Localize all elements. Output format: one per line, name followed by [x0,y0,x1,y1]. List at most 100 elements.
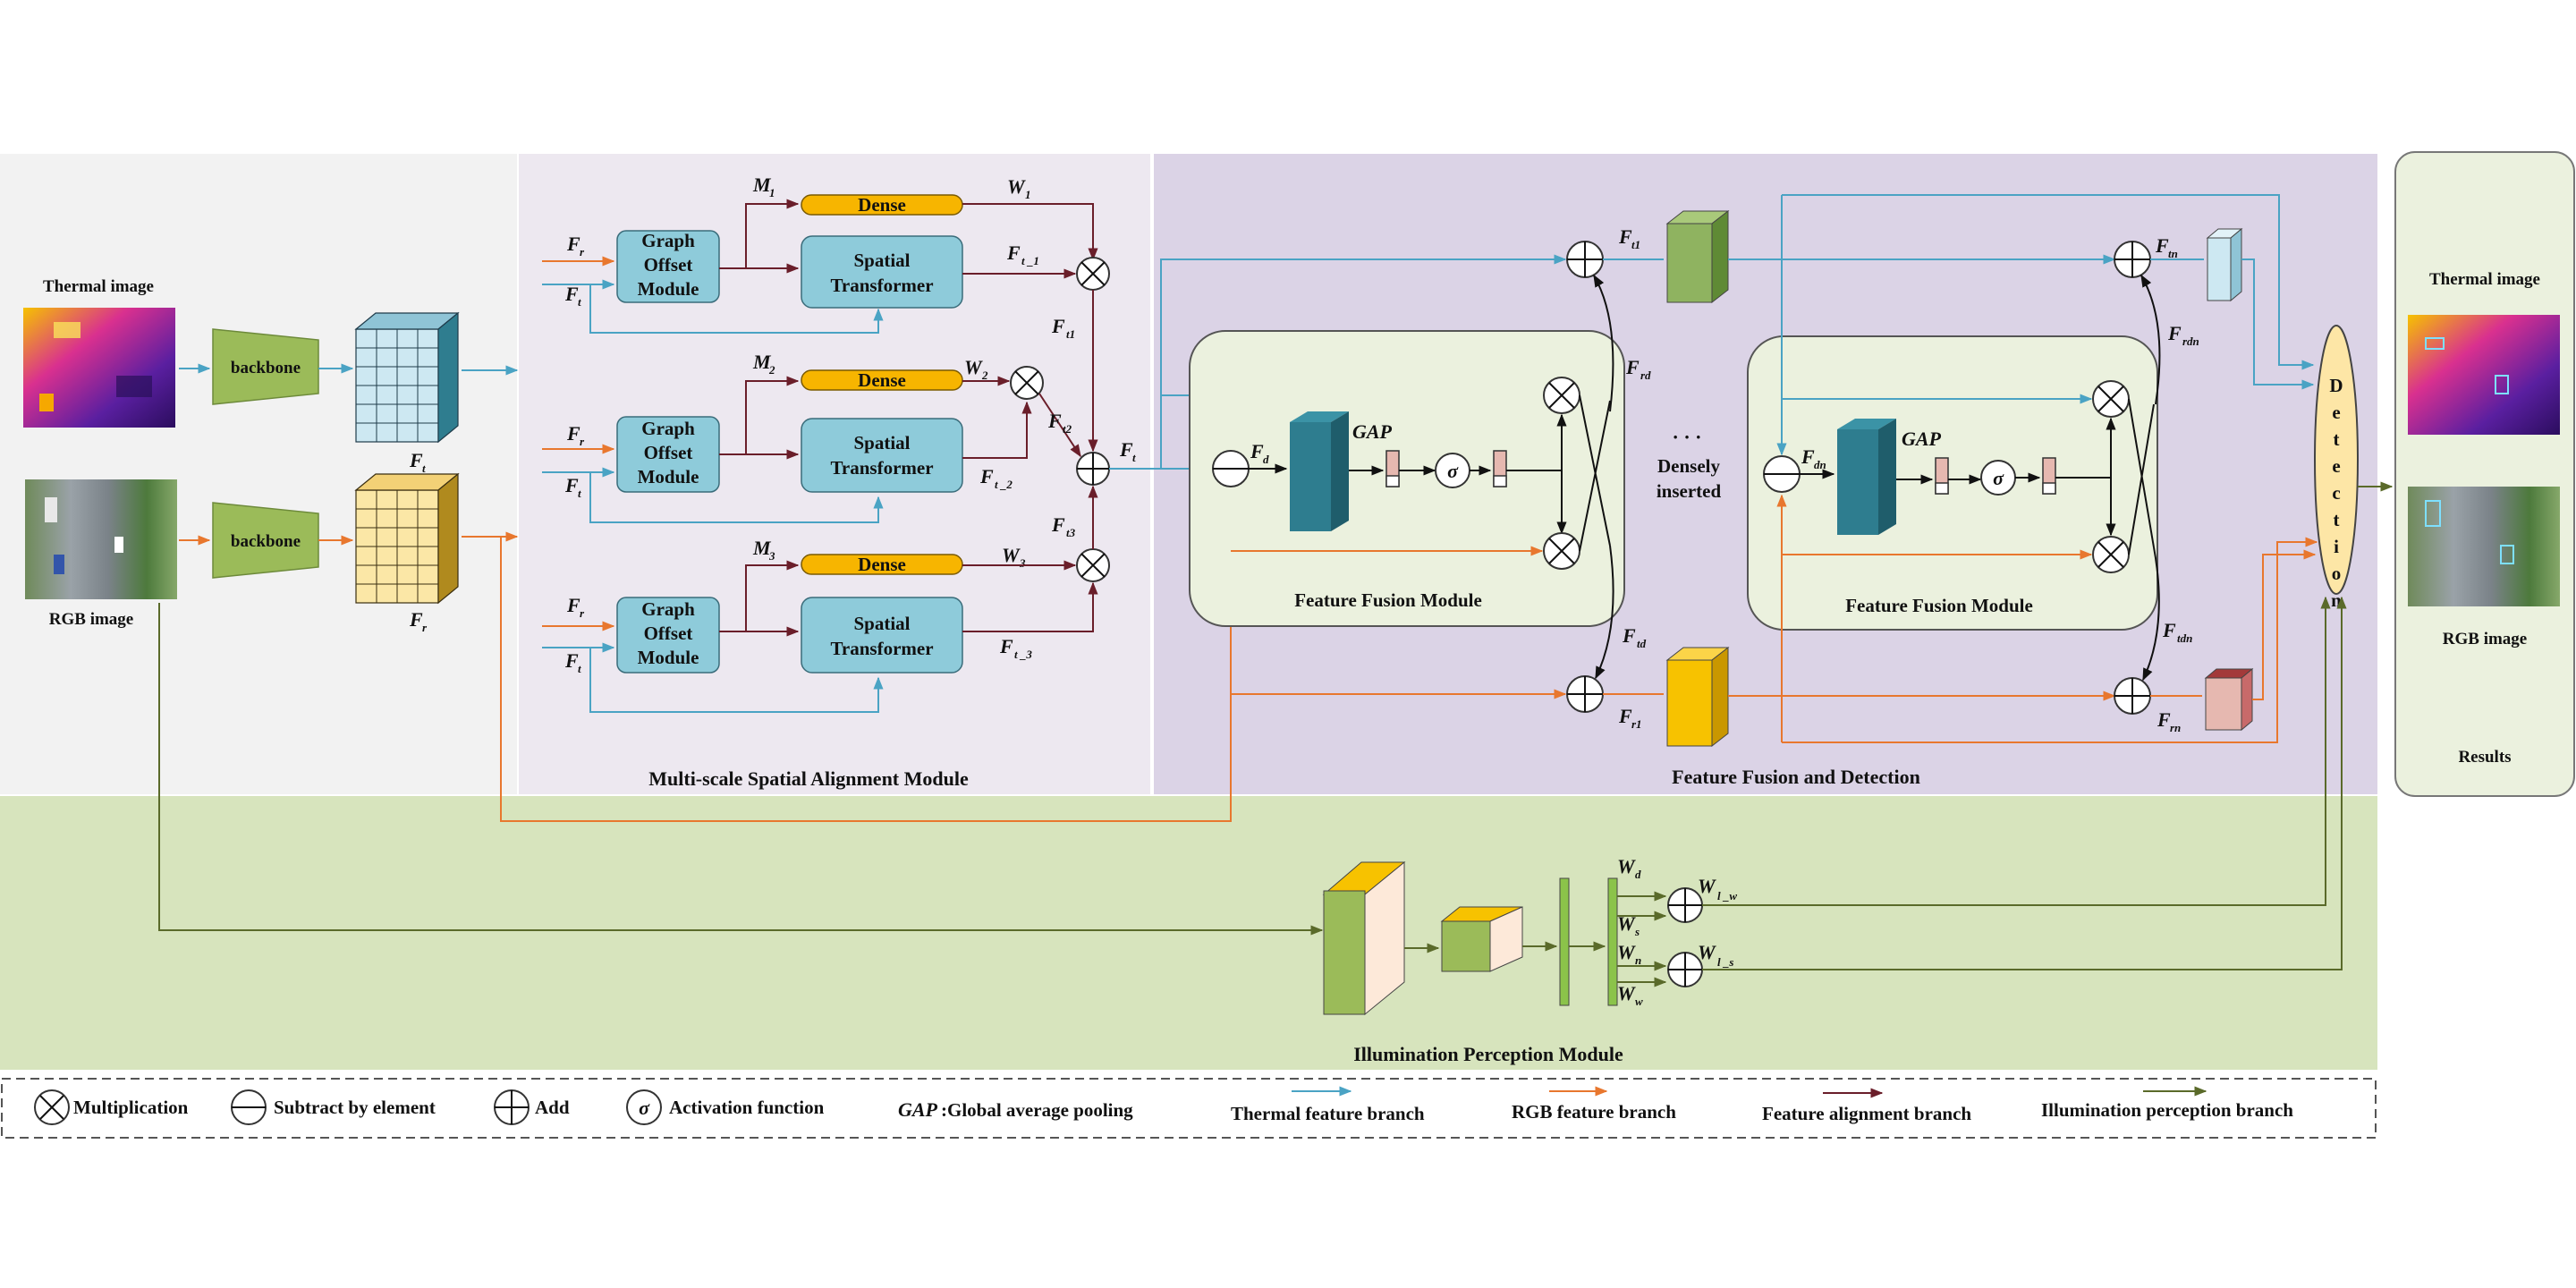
svg-text:F: F [1047,410,1062,432]
svg-text:s: s [1634,925,1640,938]
svg-text:F: F [566,594,580,616]
svg-text:tn: tn [2168,247,2178,260]
results-title: Results [2458,748,2511,767]
svg-text:Feature Fusion Module: Feature Fusion Module [1294,589,1482,611]
svg-text:W: W [964,356,983,378]
spatial-transformer [801,418,963,493]
legend-box [1,1078,2377,1139]
ft-feature-cube [354,311,460,444]
svg-text:Offset: Offset [644,623,693,644]
svg-text:Feature alignment branch: Feature alignment branch [1762,1103,1971,1124]
svg-text:Dense: Dense [858,554,906,575]
svg-text:Spatial: Spatial [853,250,910,271]
graph-offset-module [616,230,720,303]
densely-inserted-label-2: inserted [1657,480,1722,502]
svg-text:F: F [409,608,423,631]
svg-text:F: F [1622,624,1636,647]
svg-text:Module: Module [638,466,699,487]
svg-text:Activation function: Activation function [669,1097,825,1118]
illumination-block-medium [1440,906,1523,972]
svg-text:rdn: rdn [2182,335,2199,348]
svg-text:i: i [2334,536,2339,557]
legend-gap: GAP :Global average pooling [898,1098,1133,1121]
svg-text:F: F [564,649,579,672]
rgb-backbone: backbone [212,502,319,579]
fr-label: F r [409,608,428,634]
svg-text:M: M [752,174,772,196]
svg-text:Dense: Dense [858,369,906,391]
svg-text:F: F [1618,225,1632,248]
rgb-to-illumination-line [158,603,1324,936]
svg-text:F: F [1618,705,1632,727]
svg-text:σ: σ [1993,467,2004,489]
thermal-image [23,308,175,428]
thermal-backbone: backbone [212,328,319,405]
svg-text:Multiplication: Multiplication [73,1097,189,1118]
legend-illumination-branch: Illumination perception branch [2041,1086,2293,1121]
svg-text:rn: rn [2170,721,2181,734]
svg-text:Subtract by element: Subtract by element [274,1097,436,1118]
rgb-image [25,479,177,599]
svg-text:Spatial: Spatial [853,613,910,634]
svg-text:W: W [1002,544,1021,566]
svg-text:GAP: GAP [1352,420,1393,443]
svg-text:Module: Module [638,647,699,668]
svg-text:o: o [2332,563,2342,584]
svg-text:t: t [2334,428,2340,450]
svg-text:r: r [580,435,585,448]
svg-text:n: n [2331,589,2342,611]
fusion-panel-title: Feature Fusion and Detection [1672,766,1920,788]
svg-text:M: M [752,351,772,373]
svg-text:σ: σ [1447,460,1459,482]
results-panel [2394,151,2575,797]
spatial-transformer [801,235,963,309]
svg-text:Transformer: Transformer [830,638,933,659]
legend-subtract: Subtract by element [231,1089,436,1125]
svg-text:F: F [979,465,994,487]
ftn-to-detection [2241,258,2315,390]
svg-text:Spatial: Spatial [853,432,910,453]
results-thermal-title: Thermal image [2429,270,2540,289]
legend-activation: σ Activation function [626,1089,825,1125]
svg-text:M: M [752,537,772,559]
svg-text:t1: t1 [1631,238,1640,251]
svg-text:W: W [1617,941,1636,963]
svg-text:RGB feature branch: RGB feature branch [1512,1101,1676,1123]
svg-text:F: F [1625,356,1640,378]
svg-text:t: t [422,462,426,475]
svg-text:F: F [2167,322,2182,344]
svg-text:1: 1 [1025,188,1031,201]
results-rgb-image [2408,487,2560,606]
svg-text:F: F [1250,440,1264,462]
svg-text:t3: t3 [1066,526,1076,539]
svg-text:Graph: Graph [641,598,695,620]
fr1-to-detection [2276,537,2318,728]
svg-text:e: e [2332,455,2340,477]
illumination-panel-title: Illumination Perception Module [1353,1043,1623,1065]
svg-text:Module: Module [638,278,699,300]
svg-text:t: t [578,662,581,675]
svg-text:D: D [2329,375,2343,396]
svg-text:F: F [1051,315,1065,337]
svg-text:W: W [1617,982,1636,1004]
legend-thermal-branch: Thermal feature branch [1231,1086,1425,1124]
rgb-image-title: RGB image [49,610,133,629]
svg-text:F: F [564,474,579,496]
svg-text:3: 3 [1019,556,1026,570]
ft1-to-detection [2278,233,2315,370]
svg-text:Transformer: Transformer [830,457,933,479]
svg-text:Illumination perception branch: Illumination perception branch [2041,1099,2293,1121]
results-rgb-title: RGB image [2443,630,2527,648]
svg-text:t: t [1132,451,1136,464]
svg-text:F: F [999,635,1013,657]
svg-text:σ: σ [639,1097,650,1119]
frn-block [2204,667,2254,732]
densely-dots: · · · [1672,426,1701,448]
fr-feature-cube [354,472,460,605]
legend-alignment-branch: Feature alignment branch [1762,1088,1971,1124]
fr1-block [1665,646,1730,748]
